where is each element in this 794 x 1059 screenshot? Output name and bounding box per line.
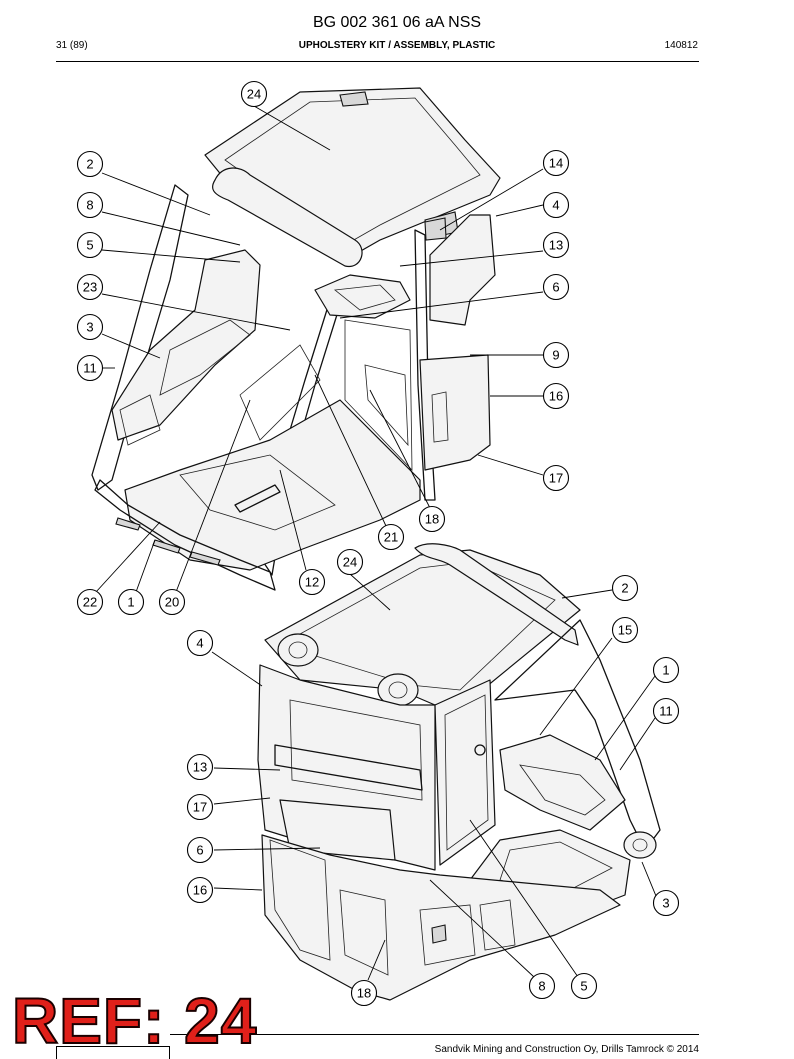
page-count: 31 (89) bbox=[56, 40, 88, 51]
svg-text:1: 1 bbox=[662, 663, 669, 678]
document-date: 140812 bbox=[664, 40, 698, 51]
svg-text:17: 17 bbox=[549, 471, 563, 486]
svg-text:3: 3 bbox=[86, 320, 93, 335]
leader-lines bbox=[95, 105, 657, 981]
svg-text:8: 8 bbox=[538, 979, 545, 994]
svg-text:18: 18 bbox=[357, 986, 371, 1001]
rear-console-top bbox=[314, 274, 411, 319]
callout-24-bottom: 24 bbox=[336, 548, 364, 576]
document-title: BG 002 361 06 aA NSS bbox=[312, 14, 482, 31]
right-panel-top bbox=[429, 214, 496, 326]
section-title: UPHOLSTERY KIT / ASSEMBLY, PLASTIC bbox=[298, 40, 496, 51]
callout-16-top: 16 bbox=[542, 382, 570, 410]
svg-text:13: 13 bbox=[193, 760, 207, 775]
callout-11-bottom: 11 bbox=[652, 697, 680, 725]
svg-text:1: 1 bbox=[127, 595, 134, 610]
callout-14-top: 14 bbox=[542, 149, 570, 177]
callout-8-bottom: 8 bbox=[528, 972, 556, 1000]
svg-text:17: 17 bbox=[193, 800, 207, 815]
callout-6-bottom: 6 bbox=[186, 836, 214, 864]
svg-text:2: 2 bbox=[621, 581, 628, 596]
callout-18-bottom: 18 bbox=[350, 979, 378, 1007]
callout-5-top: 5 bbox=[76, 231, 104, 259]
callout-2-bottom: 2 bbox=[611, 574, 639, 602]
svg-text:6: 6 bbox=[196, 843, 203, 858]
callout-3-bottom: 3 bbox=[652, 889, 680, 917]
svg-text:15: 15 bbox=[618, 623, 632, 638]
svg-text:20: 20 bbox=[165, 595, 179, 610]
svg-text:2: 2 bbox=[86, 157, 93, 172]
callout-8-top: 8 bbox=[76, 191, 104, 219]
callout-22-top: 22 bbox=[76, 588, 104, 616]
callout-17-bottom: 17 bbox=[186, 793, 214, 821]
svg-text:9: 9 bbox=[552, 348, 559, 363]
svg-text:5: 5 bbox=[580, 979, 587, 994]
callout-2-top: 2 bbox=[76, 150, 104, 178]
callout-4-bottom: 4 bbox=[186, 629, 214, 657]
footer-copyright: Sandvik Mining and Construction Oy, Dril… bbox=[434, 1044, 699, 1055]
callout-16-bottom: 16 bbox=[186, 876, 214, 904]
callout-1-bottom: 1 bbox=[652, 656, 680, 684]
svg-text:3: 3 bbox=[662, 896, 669, 911]
callout-15-bottom: 15 bbox=[611, 616, 639, 644]
svg-text:22: 22 bbox=[83, 595, 97, 610]
callout-1-top: 1 bbox=[117, 588, 145, 616]
callouts-bottom: 24 2 15 4 1 11 13 17 6 16 3 18 8 5 bbox=[186, 548, 680, 1007]
svg-text:6: 6 bbox=[552, 280, 559, 295]
callout-23-top: 23 bbox=[76, 273, 104, 301]
front-pillar-top bbox=[261, 299, 341, 576]
callout-9-top: 9 bbox=[542, 341, 570, 369]
cabin-door-bottom bbox=[434, 679, 496, 866]
svg-text:8: 8 bbox=[86, 198, 93, 213]
svg-text:4: 4 bbox=[552, 198, 559, 213]
svg-text:5: 5 bbox=[86, 238, 93, 253]
callout-18-top: 18 bbox=[418, 505, 446, 533]
svg-text:12: 12 bbox=[305, 575, 319, 590]
svg-text:11: 11 bbox=[659, 704, 673, 719]
svg-text:14: 14 bbox=[549, 156, 563, 171]
header-rule bbox=[56, 61, 699, 62]
callout-13-bottom: 13 bbox=[186, 753, 214, 781]
callout-13-top: 13 bbox=[542, 231, 570, 259]
callout-5-bottom: 5 bbox=[570, 972, 598, 1000]
callout-21-top: 21 bbox=[377, 523, 405, 551]
svg-text:4: 4 bbox=[196, 636, 203, 651]
callout-6-top: 6 bbox=[542, 273, 570, 301]
callout-4-top: 4 bbox=[542, 191, 570, 219]
svg-text:16: 16 bbox=[193, 883, 207, 898]
callout-17-top: 17 bbox=[542, 464, 570, 492]
callout-24-top: 24 bbox=[240, 80, 268, 108]
callout-12-top: 12 bbox=[298, 568, 326, 596]
ref-stamp: REF: 24 bbox=[11, 984, 258, 1058]
cabin-drawing-bottom bbox=[257, 543, 661, 1001]
svg-text:16: 16 bbox=[549, 389, 563, 404]
callout-3-top: 3 bbox=[76, 313, 104, 341]
cabin-drawing-top bbox=[91, 87, 501, 591]
callout-20-top: 20 bbox=[158, 588, 186, 616]
callout-11-top: 11 bbox=[76, 354, 104, 382]
left-wall-top bbox=[111, 249, 261, 441]
callouts-top: 24 2 8 5 23 3 11 14 4 13 6 9 16 17 18 21… bbox=[76, 80, 570, 616]
lower-base-bottom bbox=[261, 834, 621, 1001]
svg-text:23: 23 bbox=[83, 280, 97, 295]
svg-text:13: 13 bbox=[549, 238, 563, 253]
svg-text:24: 24 bbox=[247, 87, 261, 102]
footer-rule bbox=[170, 1034, 699, 1035]
roll-bar-top bbox=[212, 167, 363, 267]
svg-text:21: 21 bbox=[384, 530, 398, 545]
svg-text:11: 11 bbox=[83, 361, 97, 376]
svg-text:24: 24 bbox=[343, 555, 357, 570]
roll-bar-bottom bbox=[414, 543, 579, 646]
svg-text:18: 18 bbox=[425, 512, 439, 527]
